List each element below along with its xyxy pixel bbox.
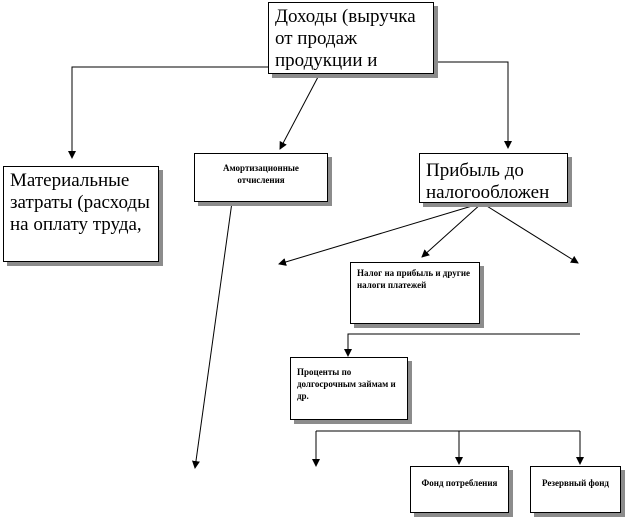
amortization-label: Амортизационные отчисления: [223, 163, 299, 185]
material-costs-label: Материальные затраты (расходы на оплату …: [10, 170, 150, 235]
interest-payments-box: Проценты по долгосрочным займам и др.: [290, 357, 408, 420]
connector-profit-tax: [421, 202, 483, 258]
connector-amortization-down: [192, 201, 233, 469]
consumption-fund-label: Фонд потребления: [421, 478, 498, 488]
interest-payments-label: Проценты по долгосрочным займам и др.: [297, 367, 396, 401]
profit-before-tax-box: Прибыль до налогообложен: [419, 153, 568, 203]
income-label: Доходы (выручка от продаж продукции и: [275, 6, 416, 71]
tax-payments-box: Налог на прибыль и другие налоги платеже…: [350, 262, 480, 324]
material-costs-box: Материальные затраты (расходы на оплату …: [3, 166, 159, 262]
connector-profit-left: [278, 202, 483, 266]
reserve-fund-label: Резервный фонд: [542, 478, 609, 488]
connector-remainder-interest: [344, 333, 580, 357]
income-box: Доходы (выручка от продаж продукции и: [268, 2, 434, 74]
consumption-fund-box: Фонд потребления: [410, 466, 509, 513]
connector-income-material: [68, 66, 268, 159]
amortization-box: Амортизационные отчисления: [194, 153, 328, 202]
connector-income-amortization: [279, 76, 319, 150]
tax-payments-label: Налог на прибыль и другие налоги платеже…: [357, 268, 471, 290]
connector-income-profit: [434, 61, 512, 149]
reserve-fund-box: Резервный фонд: [530, 466, 621, 513]
profit-before-tax-label: Прибыль до налогообложен: [426, 160, 550, 203]
connector-profit-right: [481, 202, 579, 264]
